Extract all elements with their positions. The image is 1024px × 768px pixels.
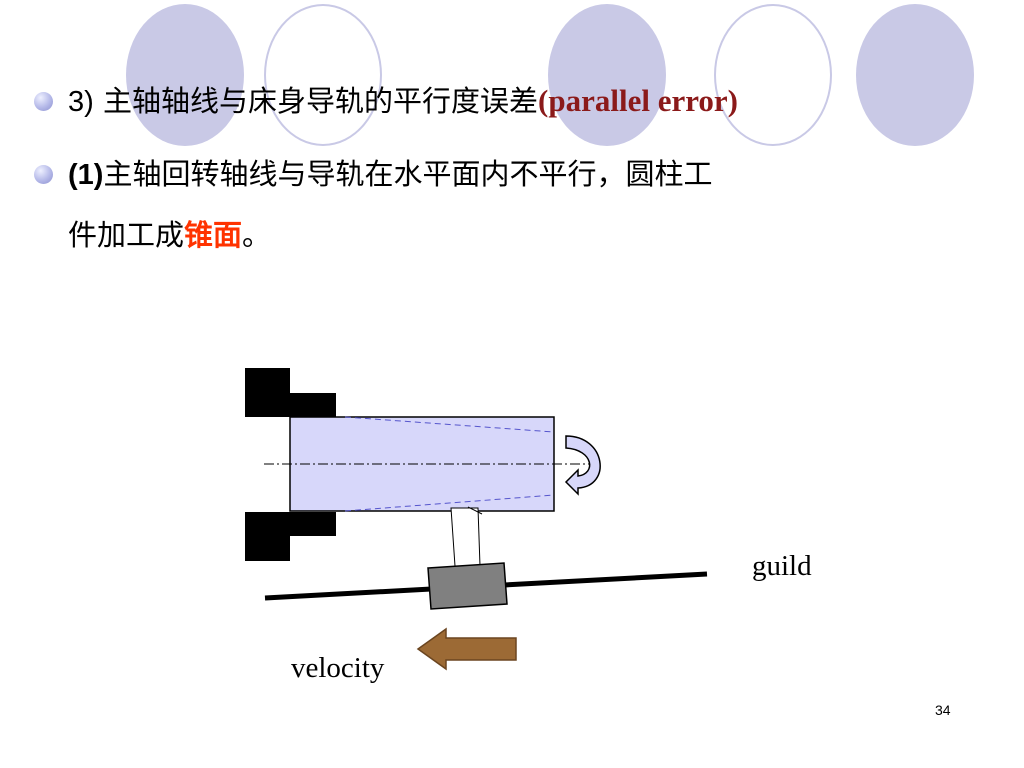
velocity-label: velocity [291, 652, 385, 684]
rotation-arrow-icon [564, 435, 601, 496]
item-text-line-2: 件加工成 [68, 218, 185, 252]
item-title-chinese: 主轴轴线与床身导轨的平行度误差 [103, 84, 539, 118]
item-text-line-1: 主轴回转轴线与导轨在水平面内不平行，圆柱工 [103, 157, 713, 191]
highlight-term: 锥面 [184, 218, 243, 252]
chuck-upper-jaw [245, 368, 336, 417]
velocity-arrow-icon [416, 627, 517, 671]
item-number: (1) [68, 159, 104, 191]
decorative-ring [714, 4, 832, 146]
taper-line-top [344, 416, 555, 433]
decorative-circle [548, 4, 666, 146]
bullet-icon [34, 165, 53, 184]
chuck-lower-jaw [245, 512, 336, 561]
taper-line-bottom [344, 494, 555, 512]
tool-holder [450, 507, 481, 567]
bullet-icon [34, 92, 53, 111]
item-number: 3) [68, 86, 94, 118]
decorative-ring [264, 4, 382, 146]
guide-label: guild [752, 550, 812, 582]
decorative-circle [126, 4, 244, 146]
item-title-english: (parallel error) [538, 83, 739, 118]
page-number: 34 [935, 702, 951, 718]
decorative-circle [856, 4, 974, 146]
tool-tip [467, 506, 483, 515]
sentence-end: 。 [242, 218, 272, 252]
carriage-block [427, 562, 508, 610]
